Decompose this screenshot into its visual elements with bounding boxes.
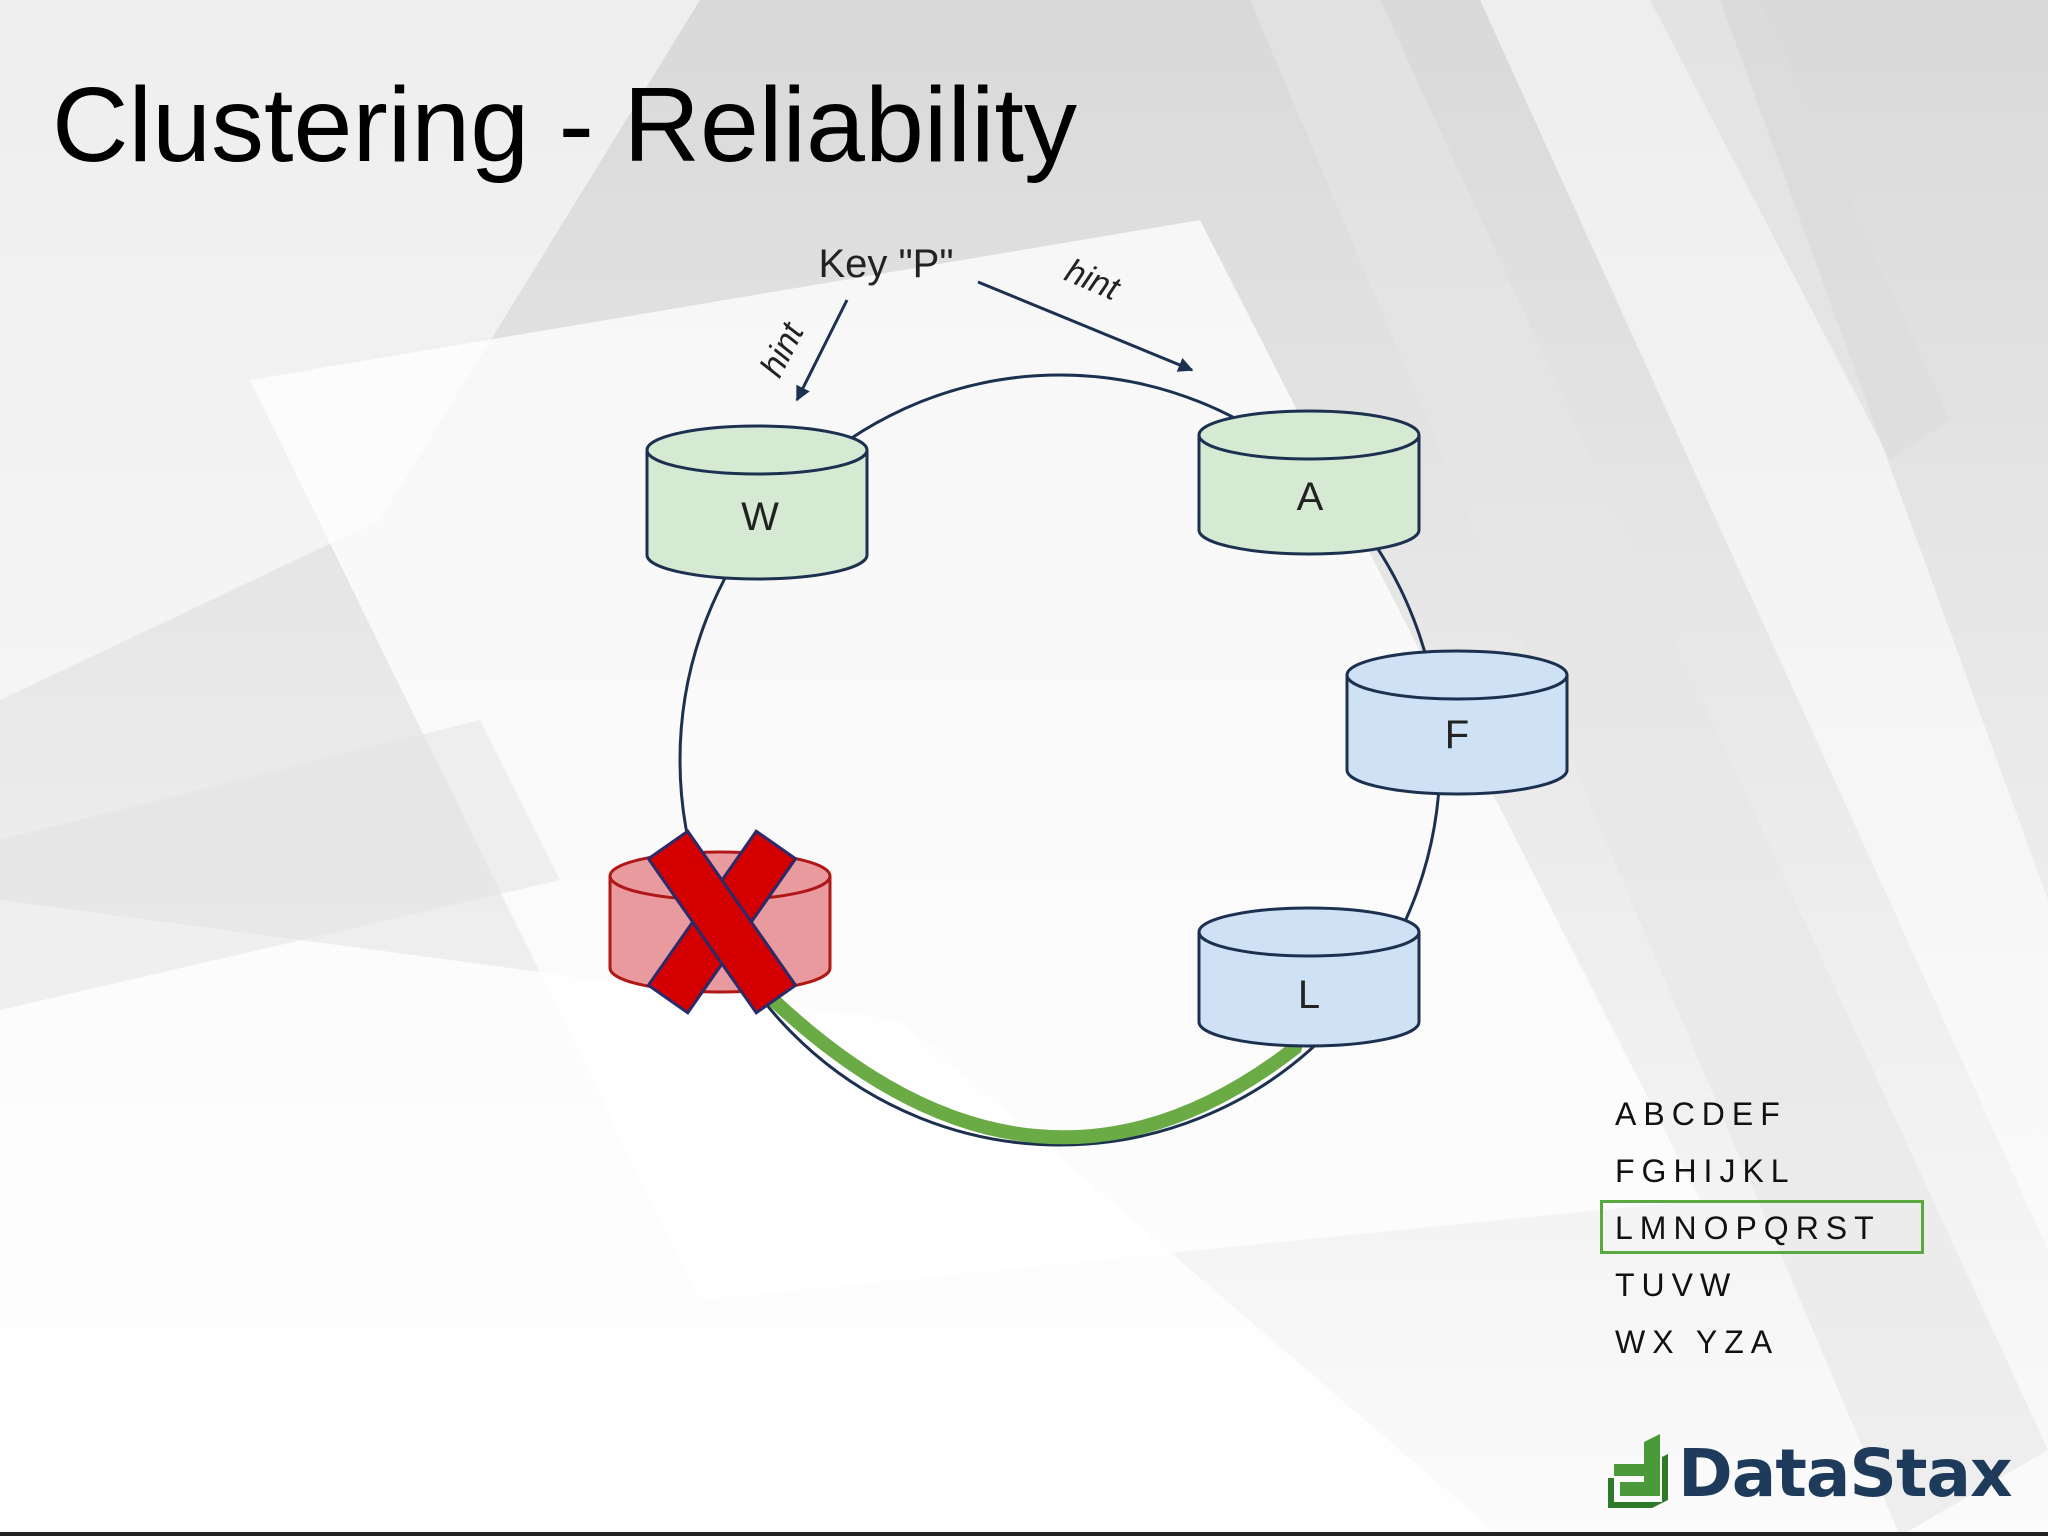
node-w: W bbox=[645, 424, 869, 581]
node-w-label: W bbox=[741, 495, 779, 539]
slide-title: Clustering - Reliability bbox=[52, 66, 1078, 184]
node-f: F bbox=[1345, 649, 1569, 796]
range-row: FGHIJKL bbox=[1615, 1153, 1796, 1189]
datastax-logo-icon bbox=[1608, 1434, 1668, 1508]
hint-label-right: hint bbox=[1060, 252, 1127, 309]
hint-arrow-right bbox=[977, 280, 1194, 372]
range-row: TUVW bbox=[1615, 1267, 1738, 1303]
range-row: ABCDEF bbox=[1615, 1096, 1787, 1132]
bottom-divider bbox=[0, 1532, 2048, 1536]
range-row-highlighted: LMNOPQRST bbox=[1600, 1200, 1930, 1263]
node-l-label: L bbox=[1298, 973, 1320, 1017]
replica-arc bbox=[761, 988, 1302, 1145]
node-a: A bbox=[1197, 409, 1421, 556]
logo-text: DataStax bbox=[1678, 1435, 2013, 1512]
red-x-icon bbox=[646, 829, 798, 1015]
node-l: L bbox=[1197, 906, 1421, 1048]
hint-label-left: hint bbox=[753, 316, 812, 383]
node-a-label: A bbox=[1297, 475, 1324, 519]
datastax-logo: DataStax bbox=[1604, 1434, 2013, 1514]
hint-arrow-left bbox=[795, 299, 849, 402]
token-range-list: ABCDEF FGHIJKL LMNOPQRST TUVW WX YZA bbox=[1600, 1092, 1930, 1377]
node-f-label: F bbox=[1445, 713, 1469, 757]
key-label: Key "P" bbox=[818, 242, 953, 286]
range-row: WX YZA bbox=[1615, 1324, 1780, 1360]
